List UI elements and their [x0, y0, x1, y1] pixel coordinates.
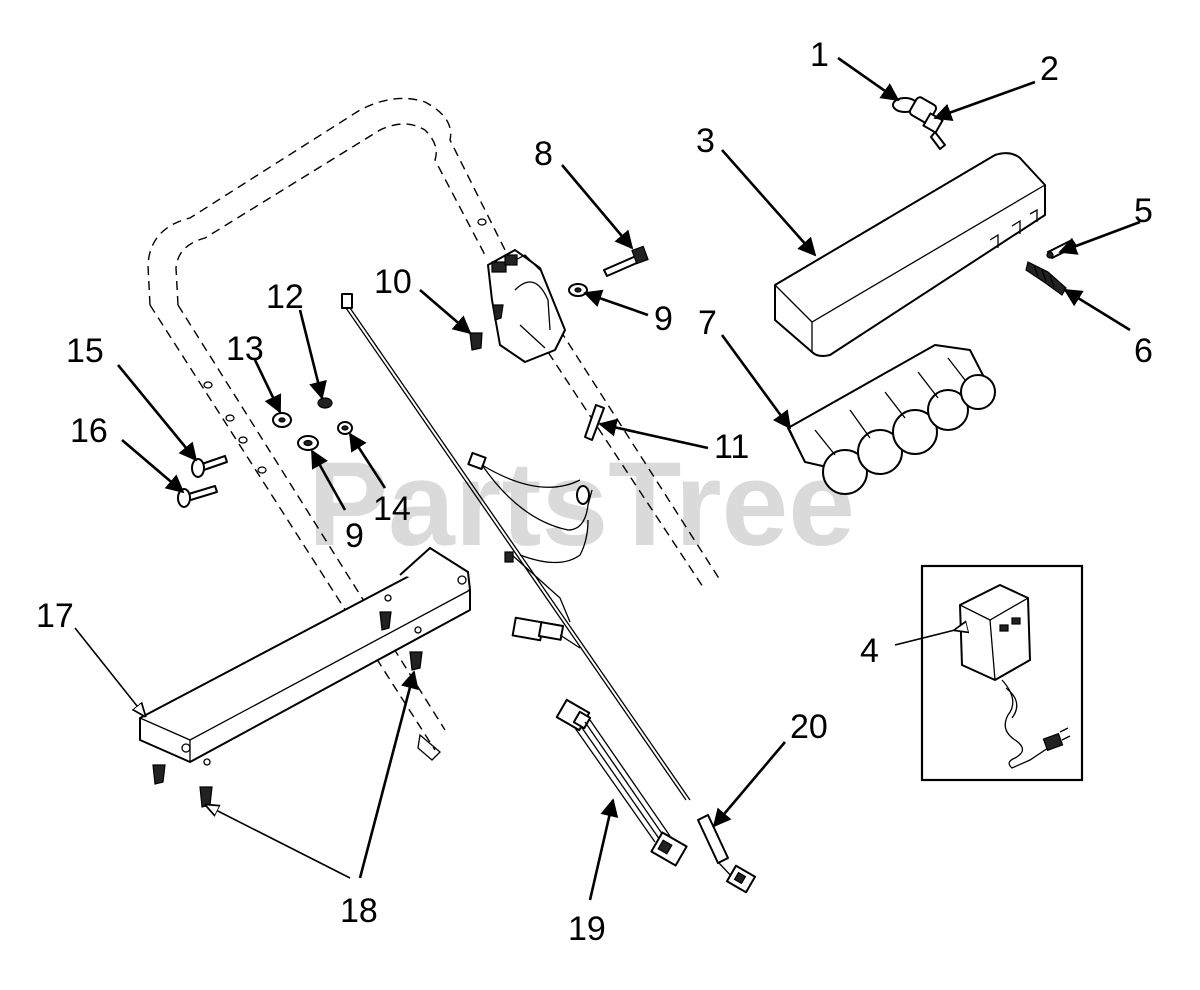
small-hardware-group — [272, 397, 353, 451]
callout-18: 18 — [340, 892, 378, 930]
callout-13: 13 — [226, 330, 264, 368]
callout-16: 16 — [70, 412, 108, 450]
wiring-harness — [341, 293, 691, 801]
callout-20: 20 — [790, 708, 828, 746]
callout-8: 8 — [534, 135, 553, 173]
callout-15: 15 — [66, 332, 104, 370]
washer-part-9-upper — [568, 283, 588, 297]
callout-4: 4 — [860, 632, 879, 670]
screws-part-18 — [152, 611, 423, 808]
callout-5: 5 — [1134, 192, 1153, 230]
callout-1: 1 — [810, 36, 829, 74]
callout-10: 10 — [374, 263, 412, 301]
switch-housing — [487, 249, 566, 363]
bolts-part-15-16 — [177, 455, 228, 508]
key-switch-part — [892, 96, 946, 150]
callout-2: 2 — [1040, 50, 1059, 88]
battery-pack-part — [787, 344, 996, 495]
handle-outline — [147, 97, 721, 761]
callout-6: 6 — [1134, 332, 1153, 370]
screw-part-10 — [469, 304, 504, 351]
charger-inset — [920, 564, 1084, 782]
callout-7: 7 — [698, 304, 717, 342]
connector-part — [1025, 261, 1067, 296]
callout-19: 19 — [568, 910, 606, 948]
callout-9-lower: 9 — [345, 517, 364, 555]
cable-tie-part-11 — [584, 404, 605, 441]
connector-part-20 — [697, 814, 757, 894]
callout-17: 17 — [36, 597, 74, 635]
handle-holes — [203, 218, 487, 474]
bolt-part-8 — [603, 245, 649, 277]
battery-cover-part — [774, 152, 1046, 357]
harness-part-19 — [555, 698, 688, 867]
callout-9-upper: 9 — [654, 300, 673, 338]
callout-labels: 1 2 3 4 5 6 7 8 9 9 10 11 12 13 14 15 16… — [36, 36, 1153, 948]
leader-lines — [74, 56, 1141, 901]
callout-14: 14 — [373, 490, 411, 528]
callout-12: 12 — [266, 278, 304, 316]
callout-11: 11 — [714, 428, 749, 466]
callout-3: 3 — [696, 122, 715, 160]
